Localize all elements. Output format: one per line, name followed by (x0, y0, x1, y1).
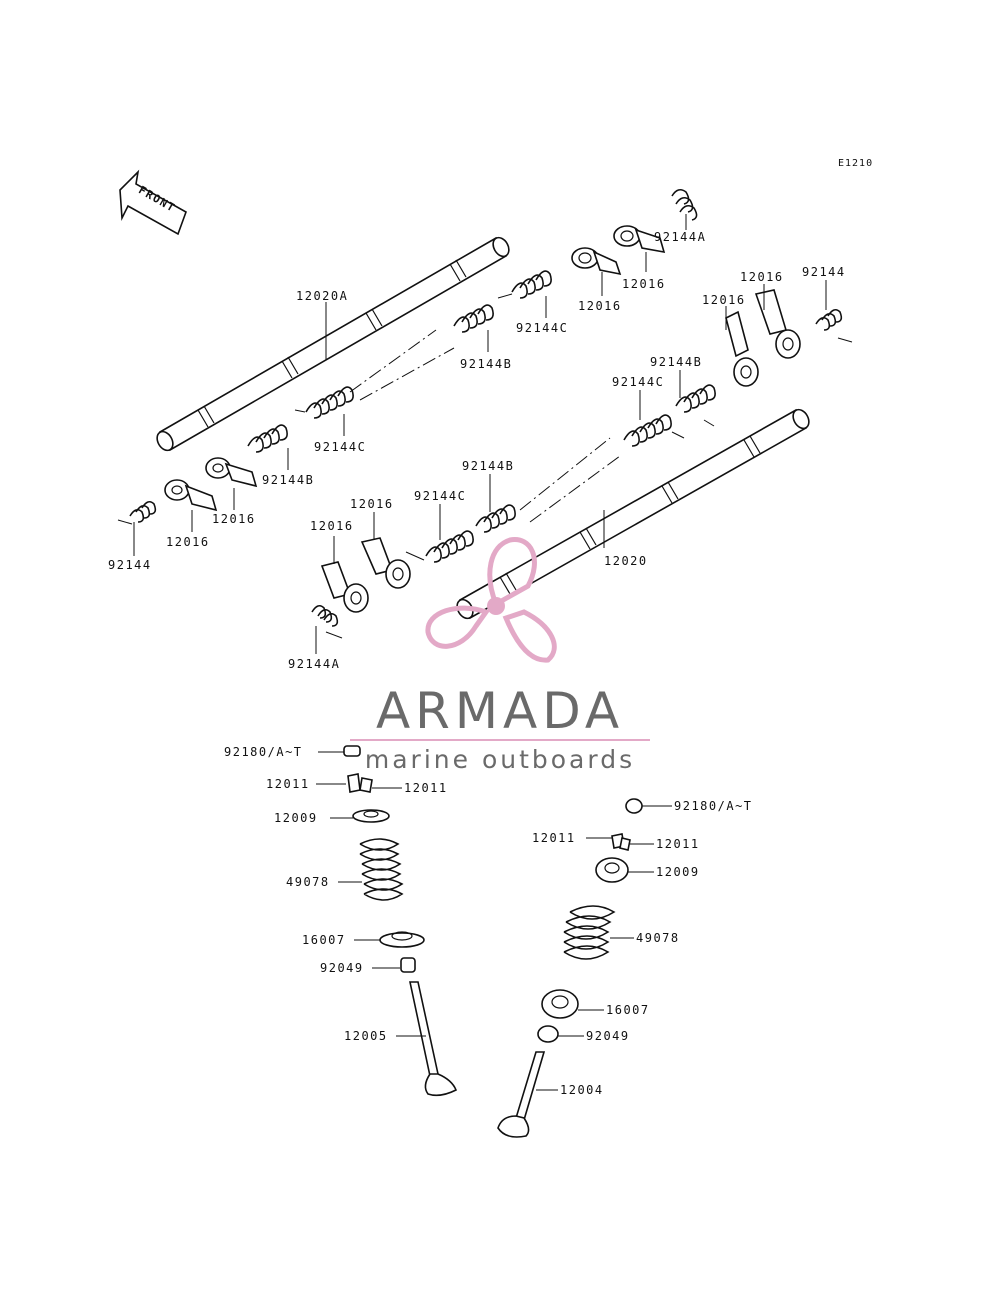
spring-92144c-d (405, 530, 474, 563)
spring-92144a-lower (311, 604, 343, 639)
label-92144c-2: 92144C (612, 375, 664, 389)
label-92180-right: 92180/A~T (674, 799, 753, 813)
label-12004: 12004 (560, 1083, 604, 1097)
rocker-arm-lower-1 (360, 537, 411, 589)
label-92144b-4: 92144B (462, 459, 514, 473)
label-92144c-1: 92144C (516, 321, 568, 335)
spring-92144b-b (247, 424, 288, 453)
alignment-lines (294, 329, 621, 523)
label-49078-left: 49078 (286, 875, 330, 889)
rocker-arm-top-2 (571, 247, 622, 276)
label-12009-left: 12009 (274, 811, 318, 825)
label-92049-left: 92049 (320, 961, 364, 975)
propeller-logo-icon (425, 537, 557, 663)
label-12020a: 12020A (296, 289, 348, 303)
label-92144b-3: 92144B (262, 473, 314, 487)
label-12016-2: 12016 (578, 299, 622, 313)
label-12016-6: 12016 (166, 535, 210, 549)
label-12016-5: 12016 (212, 512, 256, 526)
label-92144a-lower: 92144A (288, 657, 340, 671)
label-16007-right: 16007 (606, 1003, 650, 1017)
spring-92144-left (117, 500, 157, 525)
label-92144-left: 92144 (108, 558, 152, 572)
label-12016-3: 12016 (740, 270, 784, 284)
spring-92144b-d (475, 504, 516, 533)
rocker-arm-right-1 (725, 310, 759, 387)
spring-92144b-c (675, 384, 716, 427)
label-92049-right: 92049 (586, 1029, 630, 1043)
label-92144b-2: 92144B (650, 355, 702, 369)
front-arrow-icon: FRONT (119, 169, 187, 236)
spring-92144-right (815, 308, 853, 343)
part-labels: 12020A 92144A 12016 12016 92144C 92144B … (108, 230, 846, 1097)
rocker-shaft-b (456, 408, 810, 620)
diagram-code: E1210 (838, 158, 873, 169)
spring-92144c-a (497, 270, 552, 299)
label-49078-right: 49078 (636, 931, 680, 945)
label-92144c-3: 92144C (314, 440, 366, 454)
label-12009-right: 12009 (656, 865, 700, 879)
rocker-arm-right-2 (754, 289, 801, 359)
valve-assembly-left (343, 745, 458, 1097)
label-92180-left: 92180/A~T (224, 745, 303, 759)
spring-92144c-b (305, 386, 354, 419)
leader-lines (133, 214, 827, 1091)
label-12011-r1: 12011 (532, 831, 576, 845)
label-12011-l1: 12011 (266, 777, 310, 791)
rocker-arm-left-2 (164, 479, 218, 512)
label-12016-4: 12016 (702, 293, 746, 307)
rocker-arm-left-1 (205, 457, 258, 488)
rocker-arm-top-1 (613, 225, 666, 254)
label-92144a-top: 92144A (654, 230, 706, 244)
valve-assembly-right (497, 798, 643, 1138)
label-12011-r2: 12011 (656, 837, 700, 851)
brand-tagline: marine outboards (365, 745, 635, 774)
spring-92144-upper-right (671, 188, 698, 221)
rocker-shaft-a (156, 236, 510, 452)
label-12016-8: 12016 (310, 519, 354, 533)
brand-name: ARMADA (376, 682, 624, 740)
rocker-arm-lower-2 (320, 561, 369, 613)
label-16007-left: 16007 (302, 933, 346, 947)
spring-92144c-c (623, 414, 685, 447)
label-12005: 12005 (344, 1029, 388, 1043)
brand-watermark: ARMADA marine outboards (350, 537, 650, 774)
label-92144c-4: 92144C (414, 489, 466, 503)
label-12020: 12020 (604, 554, 648, 568)
spring-92144b-a (453, 304, 494, 333)
label-12016-7: 12016 (350, 497, 394, 511)
label-92144-right: 92144 (802, 265, 846, 279)
label-92144b-1: 92144B (460, 357, 512, 371)
label-12011-l2: 12011 (404, 781, 448, 795)
label-12016-1: 12016 (622, 277, 666, 291)
